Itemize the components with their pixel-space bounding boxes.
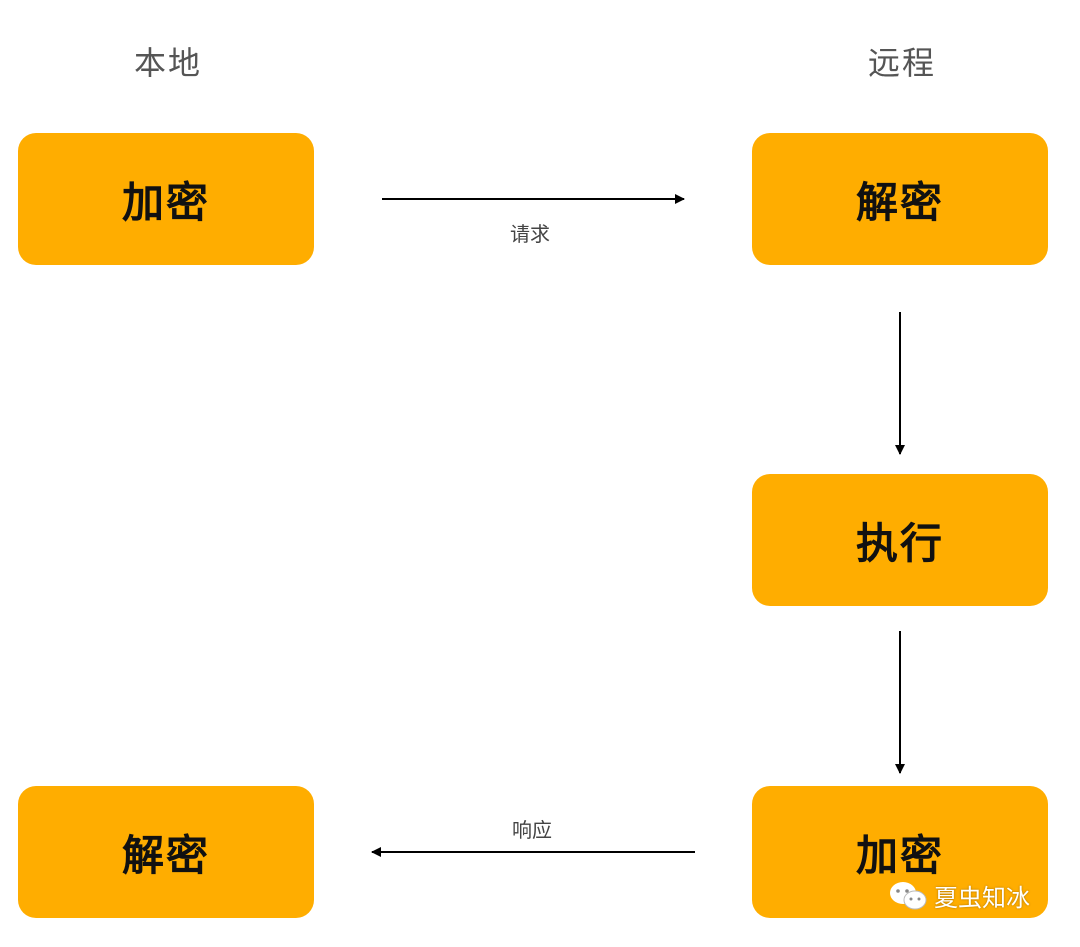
edge-label-request: 请求 [510,222,550,246]
watermark: 夏虫知冰 [888,878,1030,913]
wechat-icon [890,881,927,909]
node-local-decrypt: 解密 [18,786,314,918]
edge-label-response: 响应 [512,818,552,842]
column-header-local: 本地 [134,44,203,82]
watermark-text: 夏虫知冰 [934,884,1030,912]
node-remote-execute: 执行 [752,474,1048,606]
node-local-encrypt: 加密 [18,133,314,265]
node-remote-decrypt: 解密 [752,133,1048,265]
column-header-remote: 远程 [868,44,937,82]
